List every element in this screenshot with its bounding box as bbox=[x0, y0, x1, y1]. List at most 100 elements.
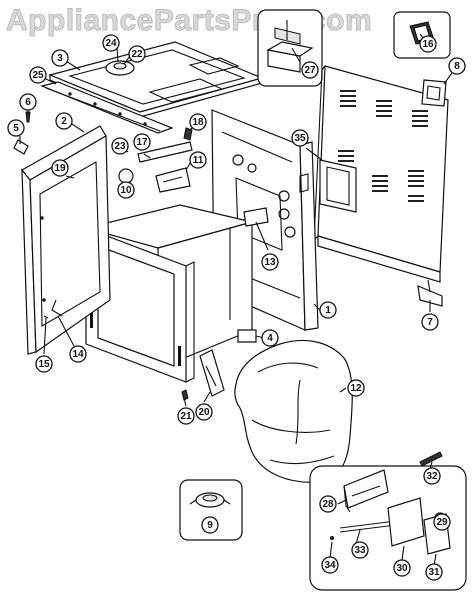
callout-33: 33 bbox=[351, 541, 369, 559]
callout-label: 27 bbox=[304, 65, 316, 76]
callout-35: 35 bbox=[291, 129, 309, 147]
callout-label: 19 bbox=[54, 163, 66, 174]
callout-7: 7 bbox=[421, 313, 439, 331]
callout-circle bbox=[423, 467, 441, 485]
callout-label: 31 bbox=[428, 567, 440, 578]
top-rail bbox=[40, 81, 174, 134]
callout-34: 34 bbox=[321, 556, 339, 574]
callout-circle bbox=[51, 159, 69, 177]
callout-label: 28 bbox=[322, 499, 334, 510]
callout-circle bbox=[433, 513, 451, 531]
callout-circle bbox=[261, 329, 279, 347]
callout-15: 15 bbox=[35, 355, 53, 373]
callout-label: 24 bbox=[105, 38, 117, 49]
callout-circle bbox=[425, 563, 443, 581]
callout-2: 2 bbox=[55, 112, 73, 130]
callout-22: 22 bbox=[128, 45, 146, 63]
callout-circle bbox=[35, 355, 53, 373]
callout-circle bbox=[421, 313, 439, 331]
callout-32: 32 bbox=[423, 467, 441, 485]
callout-circle bbox=[55, 112, 73, 130]
callout-circle bbox=[201, 516, 219, 534]
callout-4: 4 bbox=[261, 329, 279, 347]
callout-label: 29 bbox=[436, 517, 448, 528]
callout-label: 25 bbox=[32, 70, 44, 81]
callout-label: 30 bbox=[396, 563, 408, 574]
callout-24: 24 bbox=[102, 34, 120, 52]
callout-27: 27 bbox=[301, 61, 319, 79]
callout-20: 20 bbox=[195, 403, 213, 421]
callout-circle bbox=[102, 34, 120, 52]
callout-circle bbox=[7, 119, 25, 137]
callout-19: 19 bbox=[51, 159, 69, 177]
callout-30: 30 bbox=[393, 559, 411, 577]
callout-circle bbox=[351, 541, 369, 559]
callout-14: 14 bbox=[69, 345, 87, 363]
callout-21: 21 bbox=[177, 407, 195, 425]
callout-label: 16 bbox=[422, 39, 434, 50]
callout-label: 5 bbox=[13, 123, 19, 134]
back-panel bbox=[313, 65, 449, 307]
callout-label: 7 bbox=[427, 317, 433, 328]
callout-circle bbox=[128, 45, 146, 63]
callout-13: 13 bbox=[261, 253, 279, 271]
callout-label: 21 bbox=[180, 411, 192, 422]
callout-label: 6 bbox=[25, 97, 31, 108]
callout-18: 18 bbox=[189, 113, 207, 131]
callout-circle bbox=[261, 253, 279, 271]
callout-label: 14 bbox=[72, 349, 84, 360]
callout-17: 17 bbox=[133, 133, 151, 151]
callout-circle bbox=[321, 556, 339, 574]
callout-16: 16 bbox=[419, 35, 437, 53]
callout-label: 18 bbox=[192, 117, 204, 128]
callout-11: 11 bbox=[189, 151, 207, 169]
callout-circle bbox=[291, 129, 309, 147]
callout-circle bbox=[19, 93, 37, 111]
callout-label: 33 bbox=[354, 545, 366, 556]
callout-circle bbox=[189, 151, 207, 169]
callout-label: 3 bbox=[57, 53, 63, 64]
callout-label: 2 bbox=[61, 116, 67, 127]
callout-circle bbox=[51, 49, 69, 67]
callout-9: 9 bbox=[201, 516, 219, 534]
callout-circle bbox=[195, 403, 213, 421]
callout-10: 10 bbox=[117, 181, 135, 199]
callout-circle bbox=[177, 407, 195, 425]
callout-31: 31 bbox=[425, 563, 443, 581]
callout-circle bbox=[69, 345, 87, 363]
callout-3: 3 bbox=[51, 49, 69, 67]
callout-circle bbox=[419, 35, 437, 53]
callout-23: 23 bbox=[111, 137, 129, 155]
callout-label: 1 bbox=[325, 305, 331, 316]
callout-label: 17 bbox=[136, 137, 148, 148]
callout-label: 13 bbox=[264, 257, 276, 268]
callout-label: 32 bbox=[426, 471, 438, 482]
callout-label: 9 bbox=[207, 520, 213, 531]
callout-label: 20 bbox=[198, 407, 210, 418]
callout-circle bbox=[347, 379, 365, 397]
callout-label: 10 bbox=[120, 185, 132, 196]
door-frame bbox=[21, 125, 111, 355]
callout-circle bbox=[117, 181, 135, 199]
callout-label: 4 bbox=[267, 333, 273, 344]
callout-label: 35 bbox=[294, 133, 306, 144]
top-panel bbox=[48, 41, 264, 118]
insulation-blanket bbox=[234, 339, 353, 483]
callout-5: 5 bbox=[7, 119, 25, 137]
callout-label: 23 bbox=[114, 141, 126, 152]
thermostat-inset-box bbox=[179, 479, 243, 541]
callout-circle bbox=[301, 61, 319, 79]
callout-circle bbox=[133, 133, 151, 151]
callout-29: 29 bbox=[433, 513, 451, 531]
hardware-parts bbox=[13, 111, 269, 401]
callout-8: 8 bbox=[448, 57, 466, 75]
callout-label: 34 bbox=[324, 560, 336, 571]
callout-label: 22 bbox=[131, 49, 143, 60]
callout-circle bbox=[111, 137, 129, 155]
callout-1: 1 bbox=[319, 301, 337, 319]
callout-circle bbox=[448, 57, 466, 75]
callout-12: 12 bbox=[347, 379, 365, 397]
callout-circle bbox=[189, 113, 207, 131]
callout-label: 12 bbox=[350, 383, 362, 394]
